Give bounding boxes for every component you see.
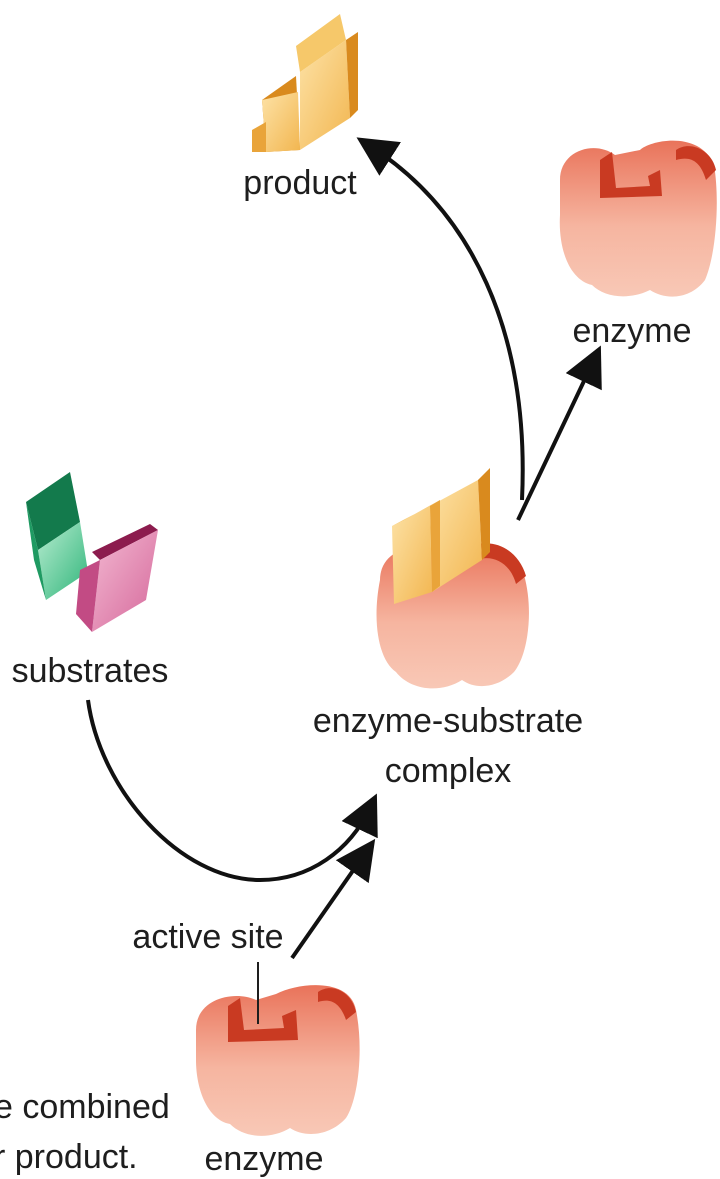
complex-to-enzyme-arrow <box>518 360 594 520</box>
product-label: product <box>243 164 357 202</box>
substrate-pink-shape <box>76 524 158 632</box>
complex-label-line1: enzyme-substrate <box>313 702 583 740</box>
active-site-label: active site <box>132 918 283 956</box>
caption-line2: r product. <box>0 1138 138 1176</box>
caption-line1: e combined <box>0 1088 170 1126</box>
product-shape <box>252 14 358 152</box>
substrate-green-shape <box>26 472 88 600</box>
enzyme-bottom-label: enzyme <box>204 1140 323 1178</box>
complex-to-product-arrow <box>370 146 523 500</box>
enzyme-top-label: enzyme <box>572 312 691 350</box>
enzyme-to-complex-arrow <box>292 852 366 958</box>
complex-label-line2: complex <box>385 752 512 790</box>
enzyme-top-shape <box>560 141 717 297</box>
enzyme-bottom-shape <box>196 985 360 1136</box>
substrates-label: substrates <box>12 652 169 690</box>
